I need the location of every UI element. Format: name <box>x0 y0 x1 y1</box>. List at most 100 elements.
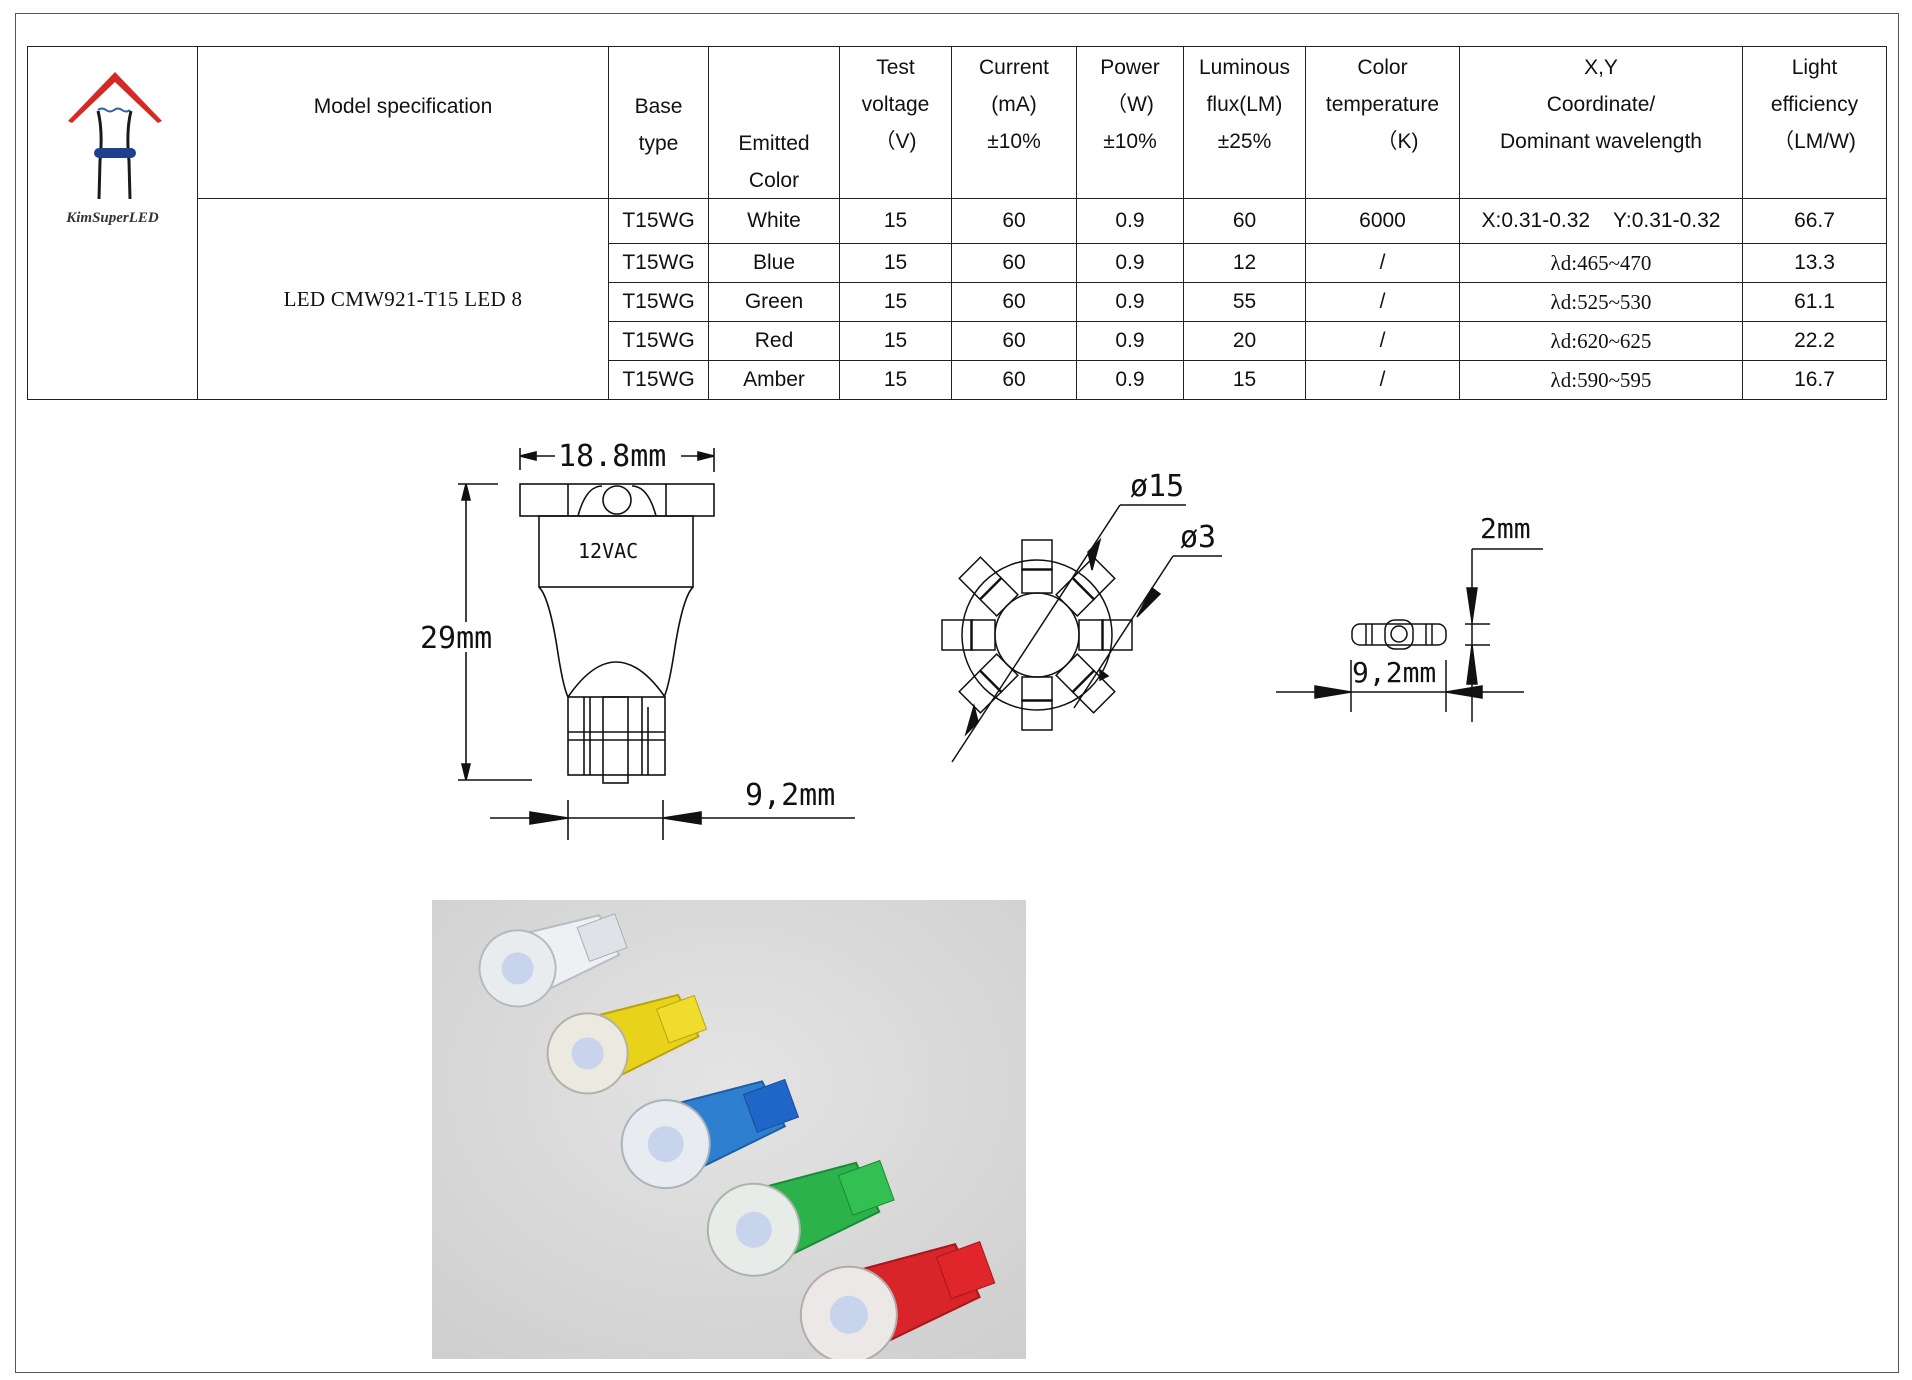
header-base-line1: Base <box>634 95 683 118</box>
cell-coord: λd:620~625 <box>1459 321 1743 361</box>
header-flux-line3: ±25% <box>1217 130 1272 153</box>
header-voltage-line1: Test <box>876 56 915 79</box>
cell-coord: λd:465~470 <box>1459 243 1743 283</box>
header-xy-line2: Coordinate/ <box>1546 93 1656 116</box>
logo-brand-text: KimSuperLED <box>66 210 159 226</box>
cell-efficiency: 66.7 <box>1742 198 1887 244</box>
cell-base-type: T15WG <box>608 198 709 244</box>
header-model-label: Model specification <box>313 95 493 118</box>
table-row: T15WG Blue 15 60 0.9 12 / λd:465~470 13.… <box>28 243 1887 283</box>
cell-flux: 15 <box>1183 360 1306 400</box>
cell-efficiency: 61.1 <box>1742 282 1887 322</box>
table-row: T15WG Red 15 60 0.9 20 / λd:620~625 22.2 <box>28 321 1887 361</box>
table-row: LED CMW921-T15 LED 8 T15WG White 15 60 0… <box>28 198 1887 400</box>
logo-icon <box>68 72 162 200</box>
cell-base-type: T15WG <box>608 360 709 400</box>
header-current-line1: Current <box>978 56 1050 79</box>
cell-base-type: T15WG <box>608 282 709 322</box>
led-bulbs-image <box>432 900 1026 1359</box>
cell-current: 60 <box>951 243 1077 283</box>
header-power: Power （W) ±10% <box>1076 46 1184 199</box>
header-light-efficiency: Light efficiency （LM/W) <box>1742 46 1887 199</box>
cell-power: 0.9 <box>1076 198 1184 244</box>
model-name-cell: LED CMW921-T15 LED 8 <box>197 198 609 400</box>
header-emitted-line1: Emitted <box>738 132 810 155</box>
cell-voltage: 15 <box>839 198 952 244</box>
cell-coord: λd:590~595 <box>1459 360 1743 400</box>
cell-flux: 60 <box>1183 198 1306 244</box>
page-border <box>15 13 1899 1373</box>
cell-flux: 20 <box>1183 321 1306 361</box>
bulb-green <box>706 1159 895 1277</box>
cell-flux: 55 <box>1183 282 1306 322</box>
table-row: T15WG Amber 15 60 0.9 15 / λd:590~595 16… <box>28 360 1887 400</box>
header-cct-line1: Color <box>1357 56 1408 79</box>
cell-color: Blue <box>708 243 840 283</box>
cell-cct: / <box>1305 282 1460 322</box>
header-emitted-line2: Color <box>748 169 800 192</box>
cell-power: 0.9 <box>1076 360 1184 400</box>
cell-current: 60 <box>951 198 1077 244</box>
width-dimension-label: 18.8mm <box>558 439 666 474</box>
header-power-line1: Power <box>1100 56 1160 79</box>
header-base-type: Base type <box>608 46 709 199</box>
header-current-line3: ±10% <box>987 130 1041 153</box>
cell-current: 60 <box>951 321 1077 361</box>
cell-color: Red <box>708 321 840 361</box>
cell-efficiency: 22.2 <box>1742 321 1887 361</box>
bottom-view-drawing: 2mm 9,2mm <box>1276 512 1543 722</box>
thickness-label: 2mm <box>1480 512 1531 545</box>
header-power-line2: （W) <box>1106 93 1154 116</box>
header-eff-line3: （LM/W) <box>1773 130 1856 153</box>
header-luminous-flux: Luminous flux(LM) ±25% <box>1183 46 1306 199</box>
cell-efficiency: 16.7 <box>1742 360 1887 400</box>
header-xy-line1: X,Y <box>1584 56 1618 79</box>
cell-voltage: 15 <box>839 243 952 283</box>
cell-power: 0.9 <box>1076 321 1184 361</box>
header-test-voltage: Test voltage （V) <box>839 46 952 199</box>
bulb-blue <box>620 1078 800 1190</box>
product-photo <box>432 900 1026 1359</box>
bulb-red <box>799 1240 996 1359</box>
header-xy-line3: Dominant wavelength <box>1500 130 1702 153</box>
bulb-white <box>478 913 628 1008</box>
cell-voltage: 15 <box>839 360 952 400</box>
cell-base-type: T15WG <box>608 243 709 283</box>
header-base-line2: type <box>638 132 679 155</box>
cell-color: Amber <box>708 360 840 400</box>
spec-table: KimSuperLED Model specification Base typ… <box>27 46 1887 400</box>
cell-voltage: 15 <box>839 321 952 361</box>
cell-cct: / <box>1305 321 1460 361</box>
base-dimension-label: 9,2mm <box>745 778 835 813</box>
led-diameter-label: ø3 <box>1180 520 1216 555</box>
cell-efficiency: 13.3 <box>1742 243 1887 283</box>
header-eff-line1: Light <box>1791 56 1838 79</box>
header-power-line3: ±10% <box>1103 130 1157 153</box>
cell-color: Green <box>708 282 840 322</box>
cell-current: 60 <box>951 282 1077 322</box>
cell-cct: 6000 <box>1305 198 1460 244</box>
top-view-drawing: ø15 ø3 <box>941 469 1222 763</box>
header-row: KimSuperLED Model specification Base typ… <box>27 46 1887 400</box>
voltage-marking: 12VAC <box>578 539 638 563</box>
header-voltage-line3: （V) <box>874 130 917 153</box>
table-row: T15WG Green 15 60 0.9 55 / λd:525~530 61… <box>28 282 1887 322</box>
cell-flux: 12 <box>1183 243 1306 283</box>
cell-power: 0.9 <box>1076 282 1184 322</box>
outer-diameter-label: ø15 <box>1130 469 1184 504</box>
header-emitted-color: Emitted Color <box>708 46 840 199</box>
cell-cct: / <box>1305 243 1460 283</box>
header-cct-line2: temperature <box>1325 93 1440 116</box>
header-cct-line3: （K) <box>1376 130 1419 153</box>
header-flux-line1: Luminous <box>1198 56 1291 79</box>
header-eff-line2: efficiency <box>1770 93 1859 116</box>
header-current-line2: (mA) <box>991 93 1037 116</box>
header-xy-coordinate: X,Y Coordinate/ Dominant wavelength <box>1459 46 1743 199</box>
header-voltage-line2: voltage <box>861 93 930 116</box>
header-current: Current (mA) ±10% <box>951 46 1077 199</box>
cell-current: 60 <box>951 360 1077 400</box>
cell-voltage: 15 <box>839 282 952 322</box>
cell-coord: X:0.31-0.32 Y:0.31-0.32 <box>1459 198 1743 244</box>
bulb-yellow <box>546 993 708 1095</box>
cell-coord: λd:525~530 <box>1459 282 1743 322</box>
